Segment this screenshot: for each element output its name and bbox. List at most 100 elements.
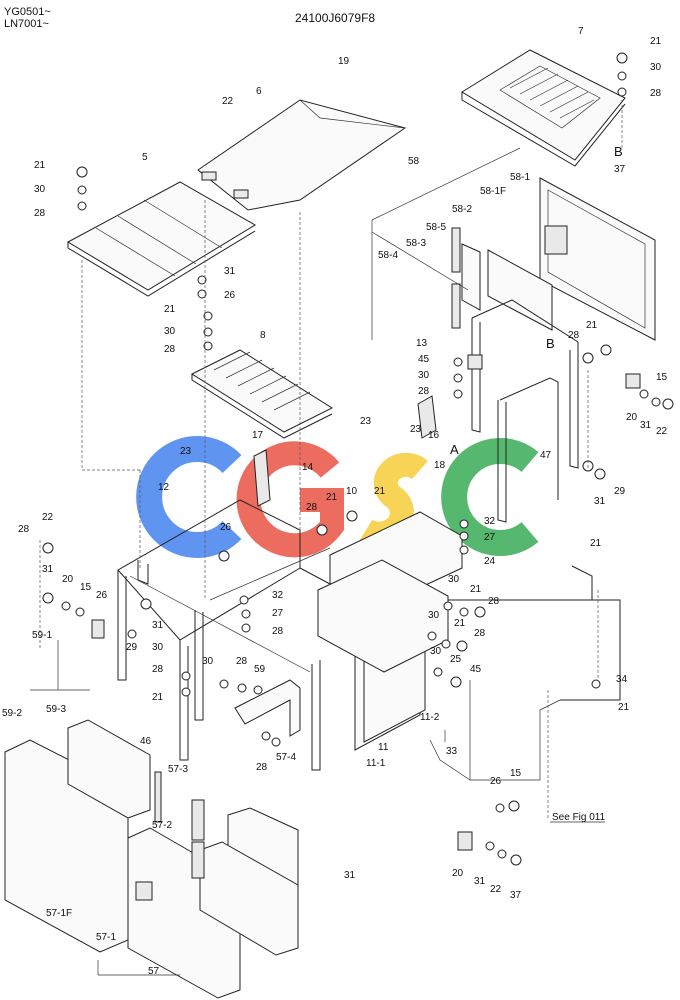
watermark-c-blue	[136, 436, 242, 558]
callout: 22	[656, 426, 668, 437]
callout: 27	[484, 532, 496, 543]
see-figure-note: See Fig 011	[552, 812, 606, 823]
fasteners	[42, 52, 674, 866]
bracket-46	[234, 679, 301, 737]
callout: 19	[338, 56, 350, 67]
callout: 18	[434, 460, 446, 471]
callout: 20	[626, 412, 638, 423]
callout: 21	[590, 538, 602, 549]
callout: 13	[416, 338, 428, 349]
callout: 6	[256, 86, 262, 97]
callout: 28	[18, 524, 30, 535]
callout: 16	[428, 430, 440, 441]
callout: 37	[614, 164, 626, 175]
callout: 29	[126, 642, 138, 653]
group-brackets	[30, 147, 605, 976]
callout: 32	[272, 590, 284, 601]
callout: 31	[474, 876, 486, 887]
callout: 32	[484, 516, 496, 527]
hinge-15-left	[91, 619, 105, 639]
callout: 58	[408, 156, 420, 167]
callout: 21	[586, 320, 598, 331]
callout: 23	[180, 446, 192, 457]
callout: 21	[164, 304, 176, 315]
panel-57-3	[154, 771, 205, 879]
callout: 58-2	[452, 204, 472, 215]
callout: 28	[256, 762, 268, 773]
callout: 21	[152, 692, 164, 703]
callout: 30	[428, 610, 440, 621]
callout: 57	[148, 966, 160, 977]
callout: 23	[360, 416, 372, 427]
callout: 20	[452, 868, 464, 879]
callout: 31	[594, 496, 606, 507]
callout: 26	[220, 522, 232, 533]
callout: 22	[42, 512, 54, 523]
callout: 57-1F	[46, 908, 72, 919]
callout: 22	[490, 884, 502, 895]
watermark-g-red	[236, 441, 344, 558]
callout: 28	[152, 664, 164, 675]
callout: 30	[430, 646, 442, 657]
callout: 30	[34, 184, 46, 195]
callout: 23	[410, 424, 422, 435]
callout: 59-2	[2, 708, 22, 719]
callout: 58-3	[406, 238, 426, 249]
callout: 30	[650, 62, 662, 73]
callout: 21	[650, 36, 662, 47]
callout: 8	[260, 330, 266, 341]
watermark-logo	[136, 436, 539, 558]
callout: 30	[418, 370, 430, 381]
callout: 15	[510, 768, 522, 779]
drawing-number: 24100J6079F8	[295, 11, 376, 25]
callout-labels: 19 22 6 7 21 30 28 B 37 5 21 30 28 58 58…	[2, 26, 668, 977]
panel-8	[190, 349, 334, 439]
callout: 20	[62, 574, 74, 585]
callout: 7	[578, 26, 584, 37]
callout: 28	[164, 344, 176, 355]
callout: 30	[164, 326, 176, 337]
frame-47	[467, 299, 641, 523]
door-58-assembly	[451, 177, 656, 341]
callout: 59-3	[46, 704, 66, 715]
alignment-lines	[39, 100, 623, 820]
callout: 28	[306, 502, 318, 513]
callout: 31	[224, 266, 236, 277]
callout: 26	[96, 590, 108, 601]
callout: 34	[616, 674, 628, 685]
callout: 24	[484, 556, 496, 567]
callout: 30	[202, 656, 214, 667]
callout: 15	[80, 582, 92, 593]
callout: 11	[378, 742, 389, 753]
panel-6	[197, 99, 407, 211]
watermark-c-green	[441, 438, 539, 556]
callout: 28	[34, 208, 46, 219]
callout: 57-1	[96, 932, 116, 943]
callout: 58-5	[426, 222, 446, 233]
callout: 21	[326, 492, 338, 503]
callout: 30	[448, 574, 460, 585]
callout: 21	[34, 160, 46, 171]
callout: 28	[474, 628, 486, 639]
callout: 33	[446, 746, 458, 757]
callout: 21	[470, 584, 482, 595]
callout: B	[546, 336, 555, 351]
callout: 25	[450, 654, 462, 665]
rod-24	[571, 565, 593, 600]
callout: 59	[254, 664, 266, 675]
callout: 11-2	[420, 712, 440, 723]
callout: 22	[222, 96, 234, 107]
callout: 30	[152, 642, 164, 653]
panel-57-2	[199, 807, 299, 956]
callout: 28	[418, 386, 430, 397]
callout: 58-1F	[480, 186, 506, 197]
callout: 37	[510, 890, 522, 901]
panel-59-2	[67, 719, 151, 819]
callout: 57-2	[152, 820, 172, 831]
callout: 28	[272, 626, 284, 637]
callout: 21	[454, 618, 466, 629]
panel-5	[66, 181, 256, 297]
callout: 14	[302, 462, 314, 473]
